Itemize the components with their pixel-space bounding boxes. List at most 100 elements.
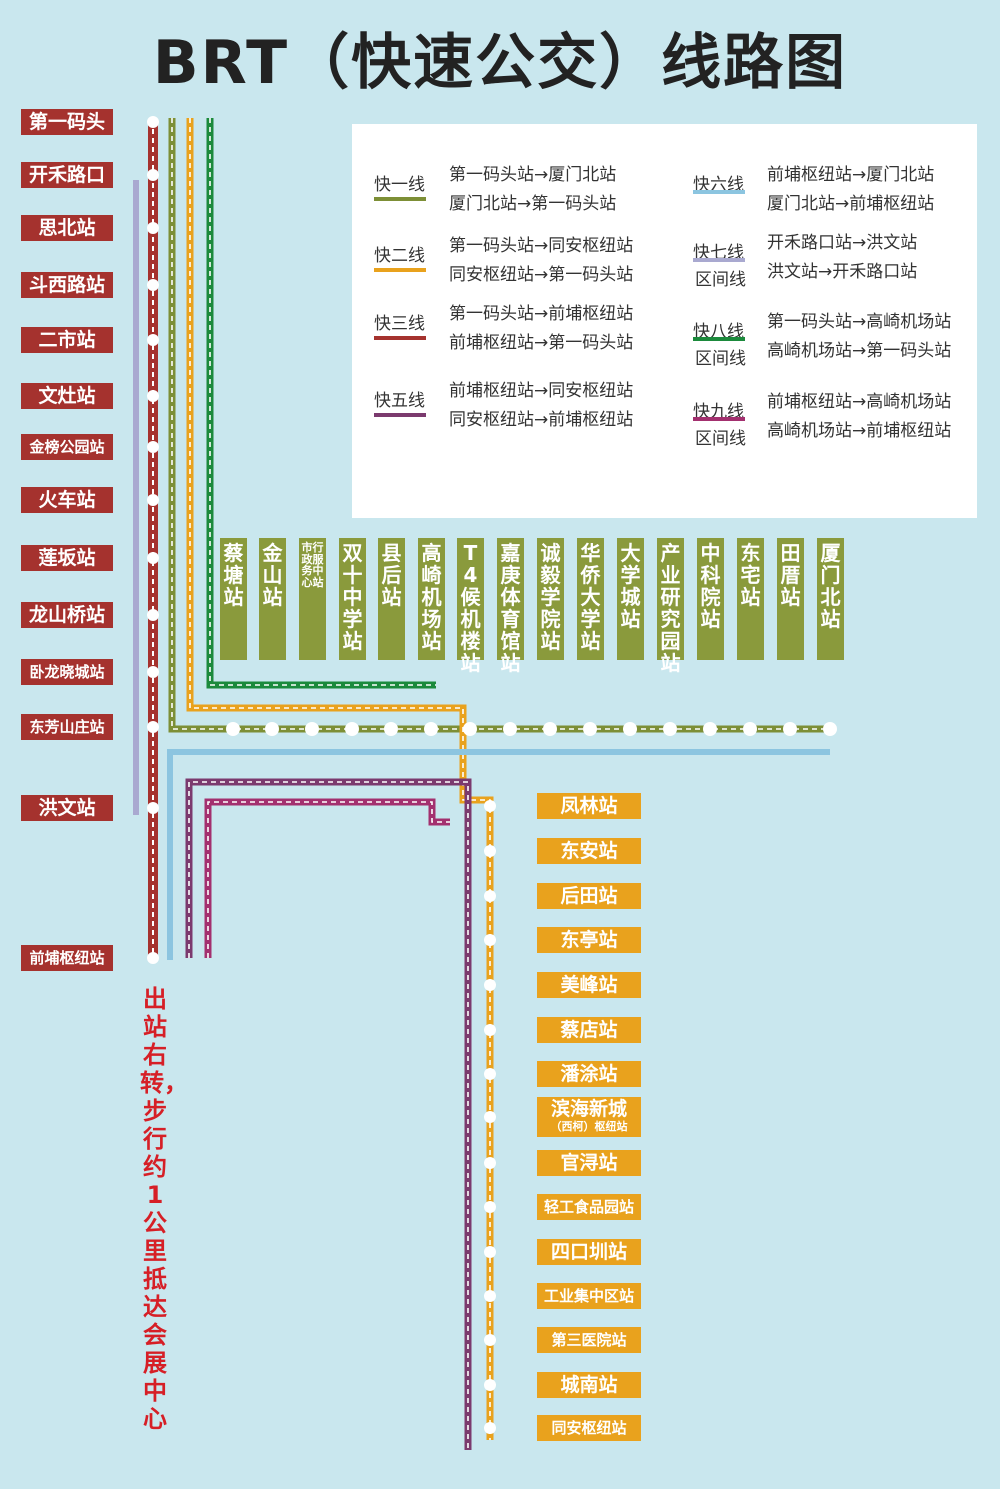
station-dot bbox=[147, 721, 159, 733]
airport-station-label: 华侨大学站 bbox=[577, 538, 604, 660]
south-station-label: 蔡店站 bbox=[537, 1017, 641, 1043]
station-dot bbox=[703, 722, 717, 736]
station-dot bbox=[743, 722, 757, 736]
station-dot bbox=[623, 722, 637, 736]
legend-line-swatch bbox=[693, 337, 745, 341]
legend-route: 高崎机场站→第一码头站 bbox=[767, 341, 952, 361]
legend-route: 第一码头站→厦门北站 bbox=[449, 165, 617, 185]
legend-route: 厦门北站→前埔枢纽站 bbox=[767, 194, 935, 214]
west-station-label: 思北站 bbox=[21, 215, 113, 241]
station-dot bbox=[226, 722, 240, 736]
airport-station-label: 中科院站 bbox=[697, 538, 724, 660]
station-dot bbox=[484, 800, 496, 812]
south-station-label: 工业集中区站 bbox=[537, 1283, 641, 1309]
west-station-label: 东芳山庄站 bbox=[21, 714, 113, 740]
south-station-label: 城南站 bbox=[537, 1372, 641, 1398]
legend-route: 同安枢纽站→第一码头站 bbox=[449, 265, 634, 285]
legend-line-name: 快二线 bbox=[374, 246, 425, 266]
legend-route: 第一码头站→前埔枢纽站 bbox=[449, 304, 634, 324]
station-dot bbox=[147, 169, 159, 181]
station-dot bbox=[583, 722, 597, 736]
airport-station-label: 大学城站 bbox=[617, 538, 644, 660]
map-title: BRT（快速公交）线路图 bbox=[152, 28, 848, 98]
station-dot bbox=[147, 494, 159, 506]
station-dot bbox=[147, 222, 159, 234]
west-station-label: 卧龙晓城站 bbox=[21, 659, 113, 685]
station-dot bbox=[147, 552, 159, 564]
west-station-label: 金榜公园站 bbox=[21, 434, 113, 460]
airport-station-label: 东宅站 bbox=[737, 538, 764, 660]
station-dot bbox=[384, 722, 398, 736]
west-station-label: 斗西路站 bbox=[21, 272, 113, 298]
station-dot bbox=[345, 722, 359, 736]
legend-route: 高崎机场站→前埔枢纽站 bbox=[767, 421, 952, 441]
west-station-label: 开禾路口 bbox=[21, 162, 113, 188]
station-dot bbox=[147, 441, 159, 453]
station-dot bbox=[484, 1422, 496, 1434]
airport-station-label: 厦门北站 bbox=[817, 538, 844, 660]
station-dot bbox=[147, 666, 159, 678]
station-dot bbox=[503, 722, 517, 736]
station-dot bbox=[484, 1246, 496, 1258]
station-dot bbox=[484, 890, 496, 902]
station-dot bbox=[484, 1290, 496, 1302]
station-dot bbox=[147, 334, 159, 346]
west-station-label: 龙山桥站 bbox=[21, 602, 113, 628]
legend-line-swatch bbox=[374, 336, 426, 340]
station-dot bbox=[484, 979, 496, 991]
legend-route: 前埔枢纽站→厦门北站 bbox=[767, 165, 935, 185]
station-dot bbox=[484, 845, 496, 857]
airport-station-label: 双十中学站 bbox=[339, 538, 366, 660]
legend-route: 开禾路口站→洪文站 bbox=[767, 233, 918, 253]
station-dot bbox=[463, 722, 477, 736]
airport-station-label: 田厝站 bbox=[777, 538, 804, 660]
airport-station-label: 高崎机场站 bbox=[418, 538, 445, 660]
legend-route: 前埔枢纽站→第一码头站 bbox=[449, 333, 634, 353]
legend-line-swatch bbox=[693, 258, 745, 262]
south-station-label: 美峰站 bbox=[537, 972, 641, 998]
airport-station-label: 产业研究园站 bbox=[657, 538, 684, 674]
west-station-label: 前埔枢纽站 bbox=[21, 945, 113, 971]
airport-station-label: 蔡塘站 bbox=[220, 538, 247, 660]
legend-line-sub: 区间线 bbox=[695, 349, 746, 369]
legend-line-name: 快五线 bbox=[374, 391, 425, 411]
station-dot bbox=[305, 722, 319, 736]
airport-station-label: T4候机楼站 bbox=[457, 538, 484, 674]
station-dot bbox=[147, 116, 159, 128]
station-dot bbox=[783, 722, 797, 736]
legend-route: 前埔枢纽站→高崎机场站 bbox=[767, 392, 952, 412]
west-station-label: 莲坂站 bbox=[21, 545, 113, 571]
station-dot bbox=[484, 934, 496, 946]
south-station-label: 轻工食品园站 bbox=[537, 1194, 641, 1220]
legend-line-sub: 区间线 bbox=[695, 270, 746, 290]
west-station-label: 火车站 bbox=[21, 487, 113, 513]
legend-line-swatch bbox=[693, 417, 745, 421]
airport-station-label: 诚毅学院站 bbox=[537, 538, 564, 660]
legend-line-sub: 区间线 bbox=[695, 429, 746, 449]
south-station-label: 潘涂站 bbox=[537, 1061, 641, 1087]
south-station-label: 第三医院站 bbox=[537, 1327, 641, 1353]
legend-route: 前埔枢纽站→同安枢纽站 bbox=[449, 381, 634, 401]
station-dot bbox=[484, 1024, 496, 1036]
south-station-label: 后田站 bbox=[537, 883, 641, 909]
west-station-label: 二市站 bbox=[21, 327, 113, 353]
legend-route: 厦门北站→第一码头站 bbox=[449, 194, 617, 214]
legend-line-swatch bbox=[374, 268, 426, 272]
station-dot bbox=[484, 1068, 496, 1080]
legend-panel: 快一线第一码头站→厦门北站厦门北站→第一码头站快二线第一码头站→同安枢纽站同安枢… bbox=[352, 124, 977, 518]
legend-line-swatch bbox=[374, 413, 426, 417]
station-dot bbox=[265, 722, 279, 736]
airport-station-label: 市行政服务中心站 bbox=[299, 538, 326, 660]
south-station-label: 凤林站 bbox=[537, 793, 641, 819]
station-dot bbox=[823, 722, 837, 736]
station-dot bbox=[663, 722, 677, 736]
south-station-label: 滨海新城（西柯）枢纽站 bbox=[537, 1097, 641, 1137]
legend-route: 洪文站→开禾路口站 bbox=[767, 262, 918, 282]
legend-line-swatch bbox=[374, 197, 426, 201]
west-station-label: 第一码头 bbox=[21, 109, 113, 135]
airport-station-label: 县后站 bbox=[378, 538, 405, 660]
station-dot bbox=[147, 390, 159, 402]
station-dot bbox=[484, 1334, 496, 1346]
legend-route: 同安枢纽站→前埔枢纽站 bbox=[449, 410, 634, 430]
